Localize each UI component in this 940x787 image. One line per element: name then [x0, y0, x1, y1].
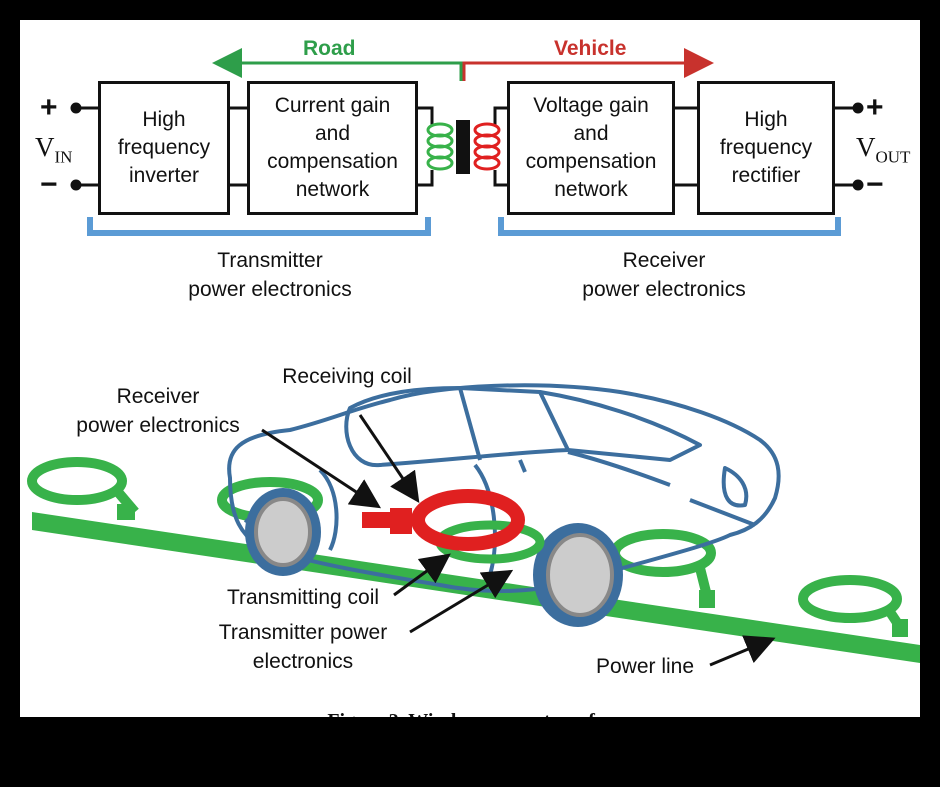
vout-minus: − — [866, 168, 884, 201]
transmitter-pe-callout: Transmitter power electronics — [218, 621, 388, 673]
road-arrow — [212, 48, 463, 81]
figure-canvas: Road Vehicle + − VIN + − VOUT High frequ… — [20, 20, 920, 717]
road-coil-right — [798, 575, 905, 630]
hf-rectifier-text: High frequency rectifier — [719, 108, 813, 187]
receiver-pe-box — [362, 508, 420, 534]
block-wires — [230, 106, 697, 187]
receiver-pe-callout: Receiver power electronics — [76, 385, 240, 437]
transmitting-coil-label: Transmitting coil — [226, 586, 380, 609]
road-coil-left-base — [117, 504, 135, 520]
vout-label: VOUT — [856, 132, 911, 167]
receiving-coil-label: Receiving coil — [282, 365, 412, 388]
hf-rectifier-block: High frequency rectifier — [697, 81, 835, 215]
hf-inverter-block: High frequency inverter — [98, 81, 230, 215]
current-gain-block: Current gain and compensation network — [247, 81, 418, 215]
receiving-coil-arrow — [358, 414, 420, 503]
receiver-pe-arrow — [261, 428, 382, 509]
transmitter-bracket — [87, 217, 431, 236]
vehicle-arrow — [462, 48, 714, 81]
hf-inverter-text: High frequency inverter — [117, 108, 211, 187]
transmitter-pe-label: Transmitter power electronics — [188, 249, 352, 301]
vin-plus: + — [40, 91, 58, 124]
rear-wheel — [245, 488, 321, 576]
receiver-pe-label: Receiver power electronics — [582, 249, 746, 301]
voltage-gain-block: Voltage gain and compensation network — [507, 81, 675, 215]
figure-caption: Figure 2. Wireless power transfer — [20, 710, 920, 717]
receiving-coil — [411, 489, 525, 551]
vin-label: VIN — [35, 132, 73, 167]
vout-plus: + — [866, 91, 884, 124]
power-line-label: Power line — [595, 655, 695, 678]
road-coil-right-base — [892, 619, 908, 637]
vehicle-label: Vehicle — [554, 37, 627, 60]
road-coil-front-base — [699, 590, 715, 608]
transmitter-pe-arrow — [409, 569, 514, 634]
transmitting-coil-arrow — [393, 553, 451, 597]
diagram-graphics — [27, 48, 920, 667]
front-wheel — [533, 523, 623, 627]
road-label: Road — [303, 37, 356, 60]
vin-minus: − — [40, 168, 58, 201]
power-line — [32, 512, 920, 663]
output-terminals — [835, 102, 864, 191]
power-line-arrow — [709, 635, 776, 667]
input-terminals — [70, 102, 98, 191]
current-gain-text: Current gain and compensation network — [267, 94, 398, 201]
receiver-bracket — [498, 217, 841, 236]
transformer — [426, 120, 501, 174]
voltage-gain-text: Voltage gain and compensation network — [525, 94, 657, 201]
